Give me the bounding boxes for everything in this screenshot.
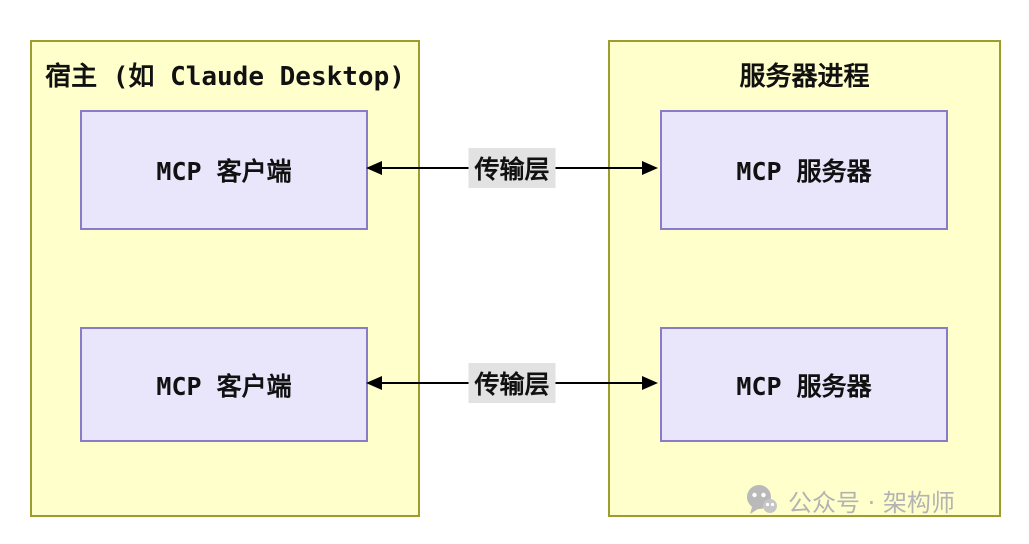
mcp-server-box-2: MCP 服务器: [660, 327, 948, 442]
mcp-server-box-1: MCP 服务器: [660, 110, 948, 230]
watermark: 公众号 · 架构师: [742, 483, 955, 518]
mcp-client-box-1: MCP 客户端: [80, 110, 368, 230]
watermark-text: 公众号 · 架构师: [788, 489, 955, 517]
transport-link-1: 传输层: [366, 148, 658, 188]
transport-layer-label: 传输层: [468, 148, 556, 188]
server-process-box: 服务器进程 MCP 服务器 MCP 服务器: [608, 40, 1001, 517]
server-title: 服务器进程: [739, 62, 870, 92]
transport-link-2: 传输层: [366, 363, 658, 403]
host-container-box: 宿主 (如 Claude Desktop) MCP 客户端 MCP 客户端: [30, 40, 420, 517]
host-title: 宿主 (如 Claude Desktop): [45, 62, 405, 92]
transport-layer-label: 传输层: [468, 363, 556, 403]
wechat-official-account-icon: [747, 484, 777, 514]
mcp-client-box-2: MCP 客户端: [80, 327, 368, 442]
